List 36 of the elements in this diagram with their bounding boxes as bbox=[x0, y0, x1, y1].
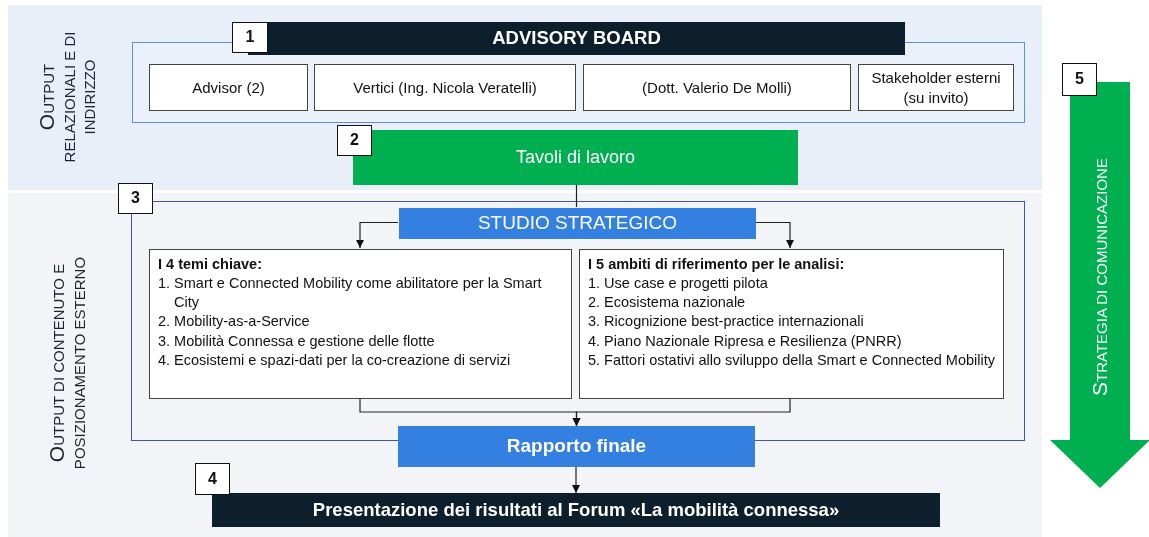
list-item: 1. Smart e Connected Mobility come abilitatore per la Smart City bbox=[158, 274, 543, 313]
list-panel bbox=[579, 249, 1004, 399]
number-badge: 1 bbox=[232, 22, 268, 53]
number-badge: 2 bbox=[337, 125, 372, 156]
member-box: (Dott. Valerio De Molli) bbox=[583, 64, 851, 111]
list-item: 4. Piano Nazionale Ripresa e Resilienza (PNRR) bbox=[588, 331, 902, 351]
arrow bbox=[572, 397, 791, 427]
connector-line bbox=[575, 184, 578, 208]
member-box: Stakeholder esterni (su invito) bbox=[858, 64, 1014, 111]
process-bar: Rapporto finale bbox=[398, 426, 755, 467]
list-heading: I 4 temi chiave: bbox=[158, 255, 262, 274]
number-badge: 3 bbox=[118, 183, 153, 214]
title-bar: Presentazione dei risultati al Forum «La mobilità connessa» bbox=[212, 493, 940, 527]
list-item: 2. Ecosistema nazionale bbox=[588, 293, 746, 313]
number-badge: 5 bbox=[1062, 63, 1097, 96]
list-item: 3. Mobilità Connessa e gestione delle flotte bbox=[158, 331, 435, 351]
list-heading: I 5 ambiti di riferimento per le analisi: bbox=[588, 255, 845, 274]
list-item: 5. Fattori ostativi allo sviluppo della Smart e Connected Mobility bbox=[588, 350, 995, 370]
process-bar: STUDIO STRATEGICO bbox=[399, 208, 756, 239]
big-down-arrow bbox=[1050, 82, 1149, 488]
list-panel bbox=[149, 249, 572, 399]
section-label: OUTPUT DI CONTENUTO E POSIZIONAMENTO ESTERNO bbox=[43, 255, 89, 472]
section-band bbox=[8, 5, 1042, 190]
member-box: Vertici (Ing. Nicola Veratelli) bbox=[314, 64, 576, 111]
member-box: Advisor (2) bbox=[149, 64, 308, 111]
arrow bbox=[754, 221, 795, 249]
list-item: 2. Mobility-as-a-Service bbox=[158, 312, 310, 332]
arrow bbox=[571, 466, 581, 494]
arrow-label: STRATEGIA DI COMUNICAZIONE bbox=[1087, 156, 1113, 398]
section-frame bbox=[131, 201, 1025, 441]
arrow bbox=[355, 221, 399, 249]
list-item: 3. Ricognizione best-practice internazionali bbox=[588, 312, 864, 332]
number-badge: 4 bbox=[195, 463, 230, 495]
list-item: 4. Ecosistemi e spazi-dati per la co-creazione di servizi bbox=[158, 350, 511, 370]
section-label: OUTPUT RELAZIONALI E DI INDIRIZZO bbox=[33, 30, 99, 165]
list-item: 1. Use case e progetti pilota bbox=[588, 274, 768, 294]
